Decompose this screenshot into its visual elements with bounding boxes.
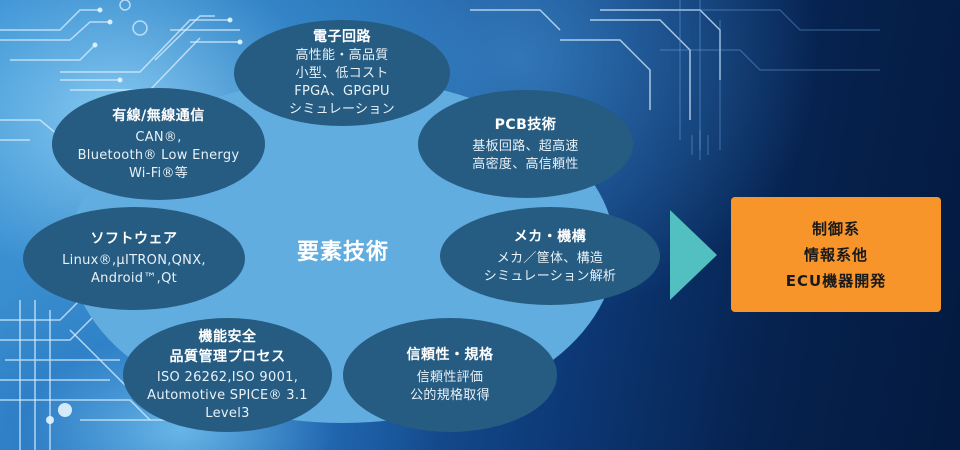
node-title: メカ・機構 [513,228,587,245]
node-line: Bluetooth® Low Energy [77,147,240,163]
node-line: Level3 [205,406,250,421]
node-line: Android™,Qt [90,271,178,286]
node-software: ソフトウェア Linux®,μITRON,QNX, Android™,Qt [23,207,245,310]
node-line: Linux®,μITRON,QNX, [62,253,206,268]
node-line: 小型、低コスト [295,66,389,81]
node-title: 電子回路 [313,29,371,45]
node-mechanical: メカ・機構 メカ／筐体、構造 シミュレーション解析 [440,207,660,305]
node-title: PCB技術 [494,116,557,133]
node-line: CAN®, [135,129,182,145]
node-title: 機能安全 [198,329,257,345]
center-label: 要素技術 [296,240,389,265]
node-line: ISO 26262,ISO 9001, [156,370,299,385]
node-line: Wi-Fi®等 [128,165,189,181]
node-line: 基板回路、超高速 [472,138,579,154]
node-line: 公的規格取得 [410,388,490,403]
node-line: シミュレーション [289,102,395,117]
node-line: 信頼性評価 [416,370,484,385]
result-line: ECU機器開発 [785,271,887,290]
node-line: シミュレーション解析 [483,268,617,284]
node-title: 信頼性・規格 [406,347,494,363]
node-reliability: 信頼性・規格 信頼性評価 公的規格取得 [343,318,557,432]
node-safety: 機能安全 品質管理プロセス ISO 26262,ISO 9001, Automo… [123,318,332,432]
node-line: メカ／筐体、構造 [496,250,604,266]
node-line: 高密度、高信頼性 [472,156,579,172]
node-communication: 有線/無線通信 CAN®, Bluetooth® Low Energy Wi-F… [52,88,265,200]
node-electronics: 電子回路 高性能・高品質 小型、低コスト FPGA、GPGPU シミュレーション [234,20,450,126]
result-line: 制御系 [811,219,860,238]
node-line: Automotive SPICE® 3.1 [147,388,308,403]
node-title: 有線/無線通信 [112,107,205,124]
node-title: 品質管理プロセス [169,349,286,365]
node-line: 高性能・高品質 [295,48,389,63]
result-line: 情報系他 [803,245,868,264]
node-pcb: PCB技術 基板回路、超高速 高密度、高信頼性 [418,90,633,198]
arrow-right-icon [670,210,717,300]
node-title: ソフトウェア [90,231,178,247]
result-box: 制御系 情報系他 ECU機器開発 [731,197,941,312]
node-line: FPGA、GPGPU [294,84,390,99]
